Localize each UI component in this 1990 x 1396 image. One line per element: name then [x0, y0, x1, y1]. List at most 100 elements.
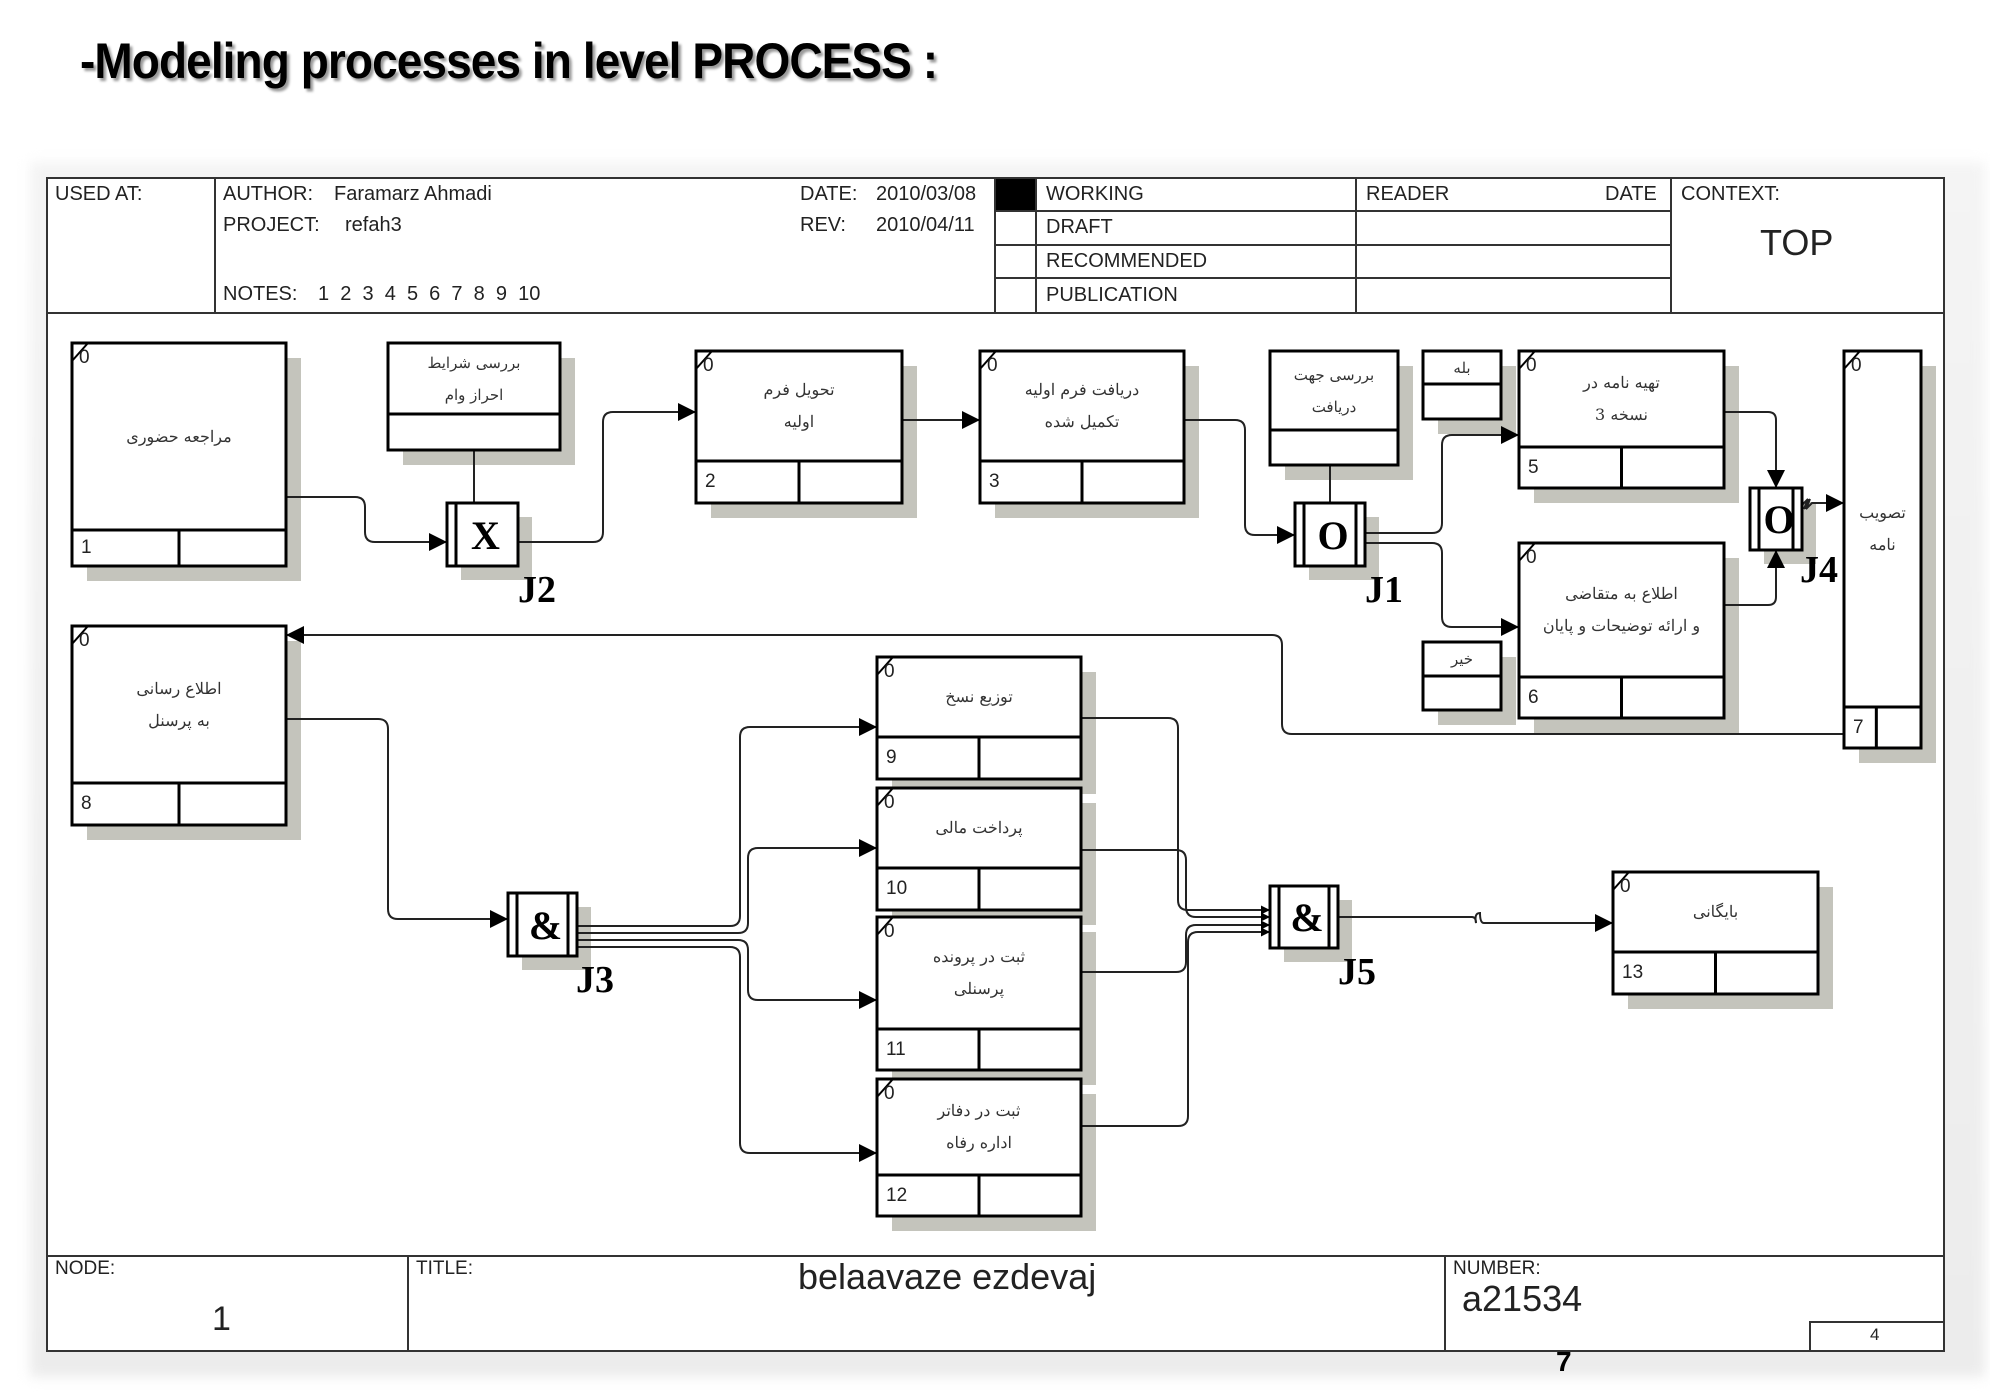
uob-box-cost: 0 [884, 792, 895, 813]
status-draft: DRAFT [1046, 216, 1113, 238]
referent-border [1268, 349, 1400, 467]
uob-box-5[interactable] [1517, 349, 1726, 490]
referent-label-line: بررسی شرایط [427, 353, 521, 372]
referent-label: بررسی جهت دریافت [1270, 359, 1398, 423]
uob-box-corner-tick [876, 656, 894, 676]
uob-box-label-line: تحویل فرم [763, 380, 835, 399]
link-6-to-j4 [1724, 550, 1785, 606]
junction-j4[interactable] [1748, 486, 1804, 552]
uob-box-label-line: ثبت در پرونده [932, 947, 1026, 966]
uob-box-7[interactable] [1842, 349, 1923, 750]
uob-box-label-line: تصویب [1859, 503, 1906, 522]
uob-box-3[interactable] [978, 349, 1186, 505]
uob-box-number: 11 [886, 1038, 906, 1060]
notes-label: NOTES: [223, 283, 298, 305]
uob-box-11[interactable] [875, 915, 1083, 1072]
uob-box-label: اطلاع به متقاضی و ارائه توضیحات و پایان [1519, 578, 1724, 642]
page-number: 7 [1556, 1346, 1572, 1377]
title-label: TITLE: [416, 1258, 474, 1279]
junction-border [1268, 884, 1340, 950]
junction-j1[interactable] [1293, 501, 1367, 568]
uob-box-number: 5 [1528, 456, 1539, 478]
uob-box-number: 2 [705, 471, 716, 492]
link-7-to-8 [286, 626, 1844, 735]
junction-label: J5 [1338, 951, 1376, 993]
reader-label: READER [1366, 183, 1450, 205]
referent-no[interactable] [1421, 640, 1503, 712]
context-value: TOP [1760, 222, 1834, 263]
link-11-to-j5 [1081, 920, 1270, 973]
junction-border [506, 891, 579, 958]
uob-box-number: 7 [1853, 716, 1864, 738]
link-j1-to-5 [1365, 426, 1519, 534]
uob-box-number: 9 [886, 747, 897, 768]
project-label: PROJECT: [223, 214, 320, 236]
junction-border [1293, 501, 1367, 568]
referent-border [386, 341, 562, 452]
uob-box-corner-tick [1518, 542, 1536, 562]
uob-box-cost: 0 [884, 921, 895, 942]
referent-label-line: احراز وام [444, 385, 504, 404]
links [286, 403, 1844, 1162]
link-12-to-j5 [1081, 927, 1270, 1127]
referent-j1-condition[interactable] [1268, 349, 1400, 467]
uob-box-label: ثبت در دفاتر اداره رفاه [877, 1095, 1081, 1159]
uob-box-label-line: و ارائه توضیحات و پایان [1542, 616, 1701, 635]
junction-boxes [445, 486, 1804, 958]
link-j3-to-11 [577, 939, 877, 1009]
uob-box-6[interactable] [1517, 541, 1726, 720]
uob-box-cost: 0 [1526, 547, 1537, 568]
uob-box-label: توزیع نسخ [877, 681, 1081, 713]
uob-box-label: بایگانی [1613, 896, 1818, 928]
junction-border [445, 501, 520, 568]
uob-box-1[interactable] [70, 341, 288, 568]
uob-box-cost: 0 [884, 1083, 895, 1104]
uob-box-cost: 0 [1526, 355, 1537, 376]
link-8-to-j3 [286, 718, 508, 928]
uob-box-cost: 0 [79, 630, 90, 651]
uob-box-cost: 0 [1620, 876, 1631, 897]
junction-j5[interactable] [1268, 884, 1340, 950]
uob-box-corner-tick [1843, 350, 1861, 370]
uob-box-label-line: مراجعه حضوری [126, 426, 232, 446]
uob-box-number: 1 [81, 537, 92, 558]
uob-box-label-line: اطلاع به متقاضی [1565, 584, 1678, 603]
referent-label-line: بررسی جهت [1293, 365, 1375, 384]
status-recommended: RECOMMENDED [1046, 250, 1208, 272]
junction-j2[interactable] [445, 501, 520, 568]
slide-title: -Modeling processes in level PROCESS : [80, 33, 938, 89]
uob-box-corner-tick [1518, 350, 1536, 370]
junction-label: J1 [1365, 569, 1403, 611]
uob-box-label-line: اداره رفاه [946, 1133, 1012, 1152]
uob-box-label-line: تهیه نامه در [1583, 373, 1660, 392]
uob-box-2[interactable] [694, 349, 904, 505]
reader-date-label: DATE [1605, 183, 1657, 205]
uob-box-number: 8 [81, 793, 92, 814]
uob-box-12[interactable] [875, 1077, 1083, 1218]
uob-box-10[interactable] [875, 786, 1083, 912]
sheet-number: 4 [1870, 1325, 1880, 1344]
uob-box-13[interactable] [1611, 870, 1820, 996]
referent-j2-condition[interactable] [386, 341, 562, 452]
uob-box-cost: 0 [79, 347, 90, 368]
uob-boxes [70, 341, 1923, 1218]
referent-label-line: بله [1453, 358, 1471, 377]
uob-box-label-line: نامه [1869, 535, 1896, 554]
uob-box-label-line: اطلاع رسانی [136, 678, 222, 698]
uob-box-corner-tick [695, 350, 713, 370]
uob-box-label-line: ثبت در دفاتر [937, 1101, 1021, 1120]
referent-label-line: دریافت [1311, 397, 1357, 416]
status-working-checkbox-filled [996, 179, 1035, 210]
uob-box-9[interactable] [875, 655, 1083, 781]
uob-box-8[interactable] [70, 624, 288, 827]
uob-box-label: پرداخت مالی [877, 812, 1081, 844]
junction-j3[interactable] [506, 891, 579, 958]
link-10-to-j5 [1081, 849, 1270, 922]
uob-box-cost: 0 [884, 661, 895, 682]
referent-yes[interactable] [1421, 349, 1503, 421]
date-label: DATE: [800, 183, 858, 205]
uob-box-corner-tick [876, 1078, 894, 1098]
status-working: WORKING [1046, 183, 1144, 205]
